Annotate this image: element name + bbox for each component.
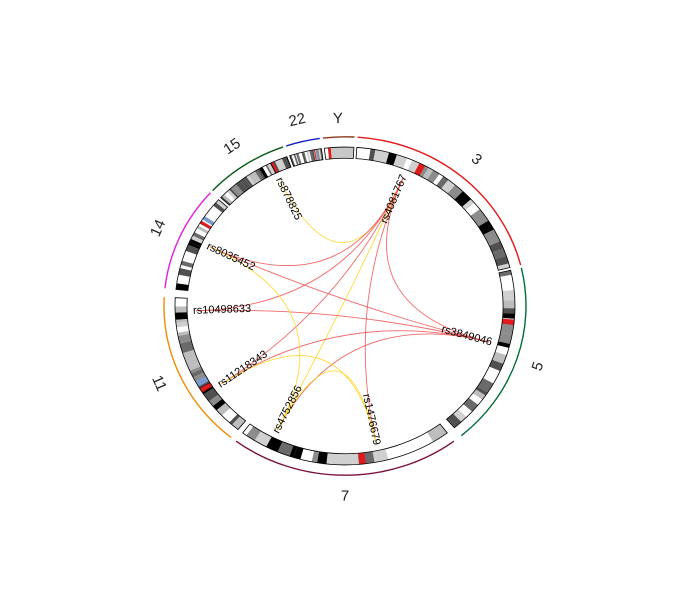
link-rs4752856-rs4081767 <box>276 177 404 431</box>
chromosome-label-14: 14 <box>147 217 169 239</box>
ideogram-chr-11 <box>174 297 247 431</box>
links-layer <box>196 177 490 443</box>
link-rs8035452-rs4752856 <box>209 246 301 431</box>
chromosome-label-5: 5 <box>529 360 548 373</box>
chromosome-arc-14 <box>164 192 211 289</box>
chromosome-arc-7 <box>235 440 455 476</box>
chromosome-arc-11 <box>163 297 232 439</box>
link-rs4752856-rs3849046 <box>276 333 490 431</box>
ideogram-chr-14 <box>175 199 229 291</box>
ideogram-chr-7 <box>242 423 448 466</box>
snp-label-rs4752856: rs4752856 <box>271 384 305 436</box>
link-rs1476679-rs4081767 <box>364 177 404 443</box>
link-rs4752856-rs1476679 <box>276 370 377 443</box>
chromosome-arc-Y <box>322 136 355 139</box>
chromosome-arc-5 <box>460 267 527 437</box>
chromosome-arc-3 <box>357 136 522 266</box>
snp-label-rs8035452: rs8035452 <box>205 240 257 273</box>
chromosome-label-15: 15 <box>220 135 243 158</box>
chromosome-label-3: 3 <box>468 150 485 168</box>
chromosome-arc-15 <box>212 146 284 192</box>
chromosome-label-11: 11 <box>148 373 170 394</box>
chromosome-label-22: 22 <box>287 110 307 130</box>
chromosome-arc-22 <box>285 137 320 147</box>
snp-label-rs10498633: rs10498633 <box>193 303 251 317</box>
snp-label-rs3849046: rs3849046 <box>440 323 493 348</box>
link-rs8035452-rs3849046 <box>209 246 490 343</box>
ideogram-chr-15 <box>220 156 292 206</box>
ideogram-layer <box>174 146 516 466</box>
ideogram-chr-3 <box>355 147 511 271</box>
chromosome-label-7: 7 <box>341 488 349 505</box>
link-rs11218343-rs1476679 <box>221 355 377 443</box>
ideogram-chr-5 <box>445 269 516 429</box>
snp-label-rs878825: rs878825 <box>273 176 304 222</box>
chromosome-label-Y: Y <box>333 110 344 127</box>
snp-label-rs1476679: rs1476679 <box>360 393 383 446</box>
ideogram-chr-22 <box>289 148 324 167</box>
ideogram-chr-Y <box>323 146 355 160</box>
link-rs3849046-rs4081767 <box>386 177 490 343</box>
snp-label-rs4081767: rs4081767 <box>378 173 409 226</box>
link-rs11218343-rs3849046 <box>221 330 490 385</box>
snp-label-rs11218343: rs11218343 <box>216 348 270 390</box>
outer-arc-layer <box>163 136 527 476</box>
link-rs10498633-rs4081767 <box>196 177 404 312</box>
link-rs10498633-rs3849046 <box>196 309 490 343</box>
